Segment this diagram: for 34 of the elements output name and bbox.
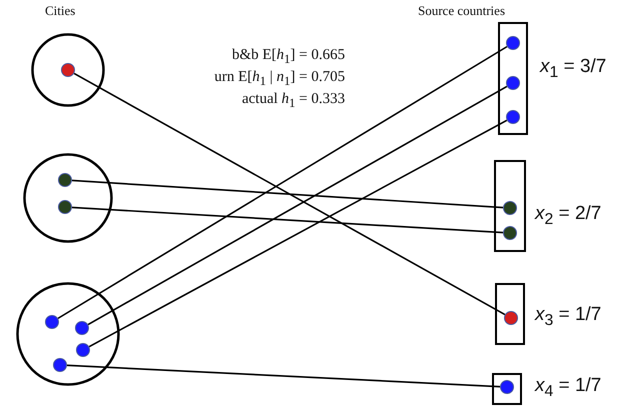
dot — [504, 311, 518, 325]
share-label: x$_{2}$ = 2/7 — [535, 205, 602, 229]
connector-line — [66, 364, 500, 388]
share-label: x$_{3}$ = 1/7 — [535, 306, 602, 330]
dot — [53, 358, 67, 372]
heading: Source countries — [418, 2, 506, 20]
share-label: x$_{4}$ = 1/7 — [535, 377, 602, 401]
statistic-text: urn E[h$_{1}$ | n$_{1}$] = 0.705 — [214, 68, 345, 90]
dot — [61, 63, 75, 77]
city-circle — [16, 282, 120, 386]
country-box — [495, 283, 525, 345]
dot — [75, 321, 89, 335]
dot — [506, 76, 520, 90]
country-box — [492, 373, 522, 405]
dot — [45, 315, 59, 329]
dot — [506, 110, 520, 124]
dot — [58, 173, 72, 187]
connector-line — [72, 180, 504, 208]
statistic-text: actual h$_{1}$ = 0.333 — [242, 90, 345, 112]
dot — [506, 36, 520, 50]
connector-line — [88, 120, 508, 348]
dot — [58, 200, 72, 214]
dot — [76, 343, 90, 357]
city-circle — [31, 33, 105, 107]
connector-line — [72, 206, 504, 234]
city-circle — [23, 153, 113, 243]
dot — [503, 226, 517, 240]
dot — [500, 380, 514, 394]
dot — [503, 201, 517, 215]
statistic-text: b&b E[h$_{1}$] = 0.665 — [232, 46, 345, 68]
heading: Cities — [45, 2, 76, 20]
country-box — [494, 160, 526, 252]
country-box — [498, 22, 528, 134]
share-label: x$_{1}$ = 3/7 — [540, 58, 606, 82]
